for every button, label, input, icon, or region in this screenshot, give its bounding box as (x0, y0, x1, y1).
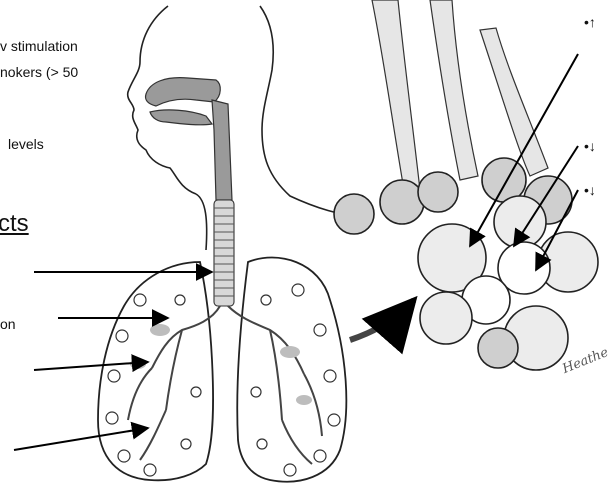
alveolar-sacs (334, 158, 598, 370)
bronchiole-stems (372, 0, 548, 190)
magnify-arrow (350, 300, 414, 340)
trachea (214, 200, 234, 306)
airway (145, 78, 232, 200)
head-outline (128, 6, 354, 250)
